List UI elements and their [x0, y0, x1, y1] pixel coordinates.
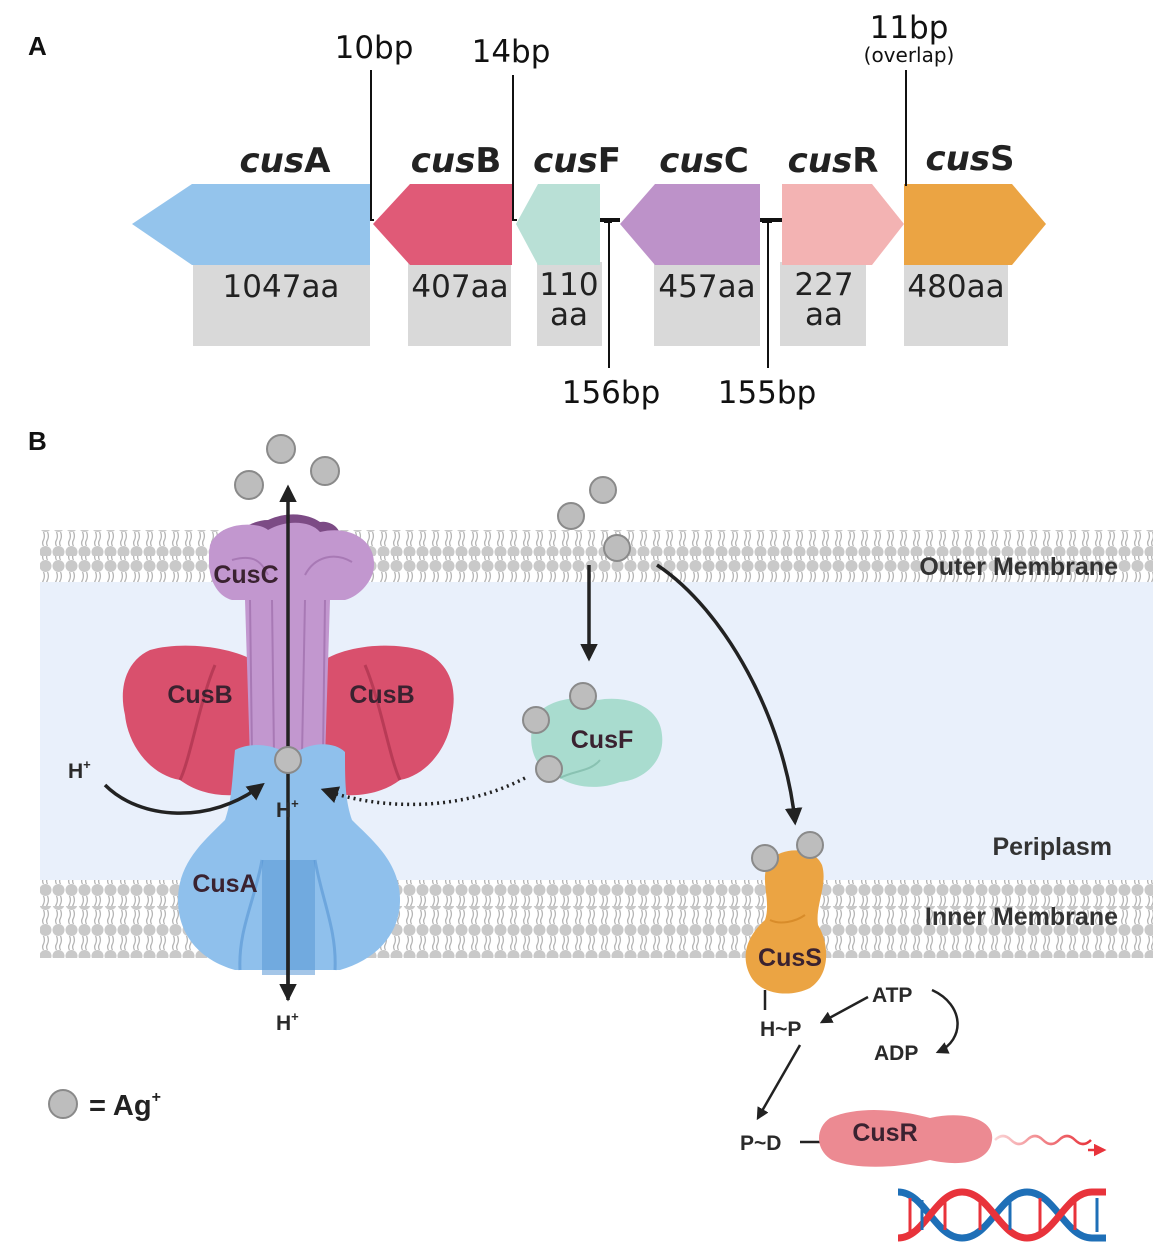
proton-influx-arrow [103, 782, 265, 815]
dna-icon [897, 1188, 1106, 1242]
ag-ion [535, 755, 563, 783]
adp-label: ADP [874, 1042, 918, 1065]
proton-center-label: H+ [276, 796, 299, 822]
transcription-activation-wave [994, 1134, 1092, 1146]
panel-a: A cusA cusB cusF cusC cusR cusS 1047aa 4… [28, 10, 1046, 411]
cusc-label: CusC [213, 561, 278, 589]
pd-label: P~D [740, 1132, 781, 1155]
aa-label-cusb: 407aa [411, 269, 508, 305]
spacer-leader-155bp [762, 221, 772, 368]
cusa-label: CusA [192, 870, 257, 898]
atp-to-hp-arrow [819, 995, 869, 1024]
gene-label-cusc: cusC [659, 141, 749, 181]
legend-label: = Ag+ [89, 1089, 161, 1122]
spacer-note-overlap: (overlap) [864, 43, 955, 67]
gene-arrow-cusf [516, 184, 600, 265]
aa-label-cusc: 457aa [658, 269, 755, 305]
cusb-right-label: CusB [349, 681, 414, 709]
periplasm-label: Periplasm [992, 833, 1112, 861]
aa-label-cusa: 1047aa [223, 269, 340, 305]
gene-label-cusa: cusA [240, 141, 332, 181]
hp-to-pd-arrow [756, 1044, 802, 1121]
ag-ion [751, 844, 779, 872]
gene-arrow-cusr [782, 184, 904, 265]
cuss-protein [745, 850, 827, 994]
aa-label-cusf-line2: aa [550, 297, 588, 333]
ag-ion [522, 706, 550, 734]
aa-box-cusa [193, 262, 370, 346]
cusb-right [311, 645, 454, 796]
spacer-label-11bp: 11bp [870, 10, 949, 46]
spacer-label-155bp: 155bp [718, 375, 817, 411]
gene-arrow-cusa [132, 184, 370, 265]
cusr-protein [818, 1110, 993, 1167]
gene-label-cusb: cusB [411, 141, 502, 181]
cusc-channel [208, 514, 375, 760]
spacer-leader-156bp [604, 221, 612, 368]
aa-label-cuss: 480aa [907, 269, 1004, 305]
ag-ion [796, 831, 824, 859]
ag-ion [310, 456, 340, 486]
atp-label: ATP [872, 984, 912, 1007]
aa-label-cusf-line1: 110 [539, 267, 598, 303]
ag-ion [274, 746, 302, 774]
outer-membrane-label: Outer Membrane [919, 553, 1118, 581]
proton-bottom-label: H+ [276, 1009, 299, 1035]
cusb-left [122, 645, 269, 796]
aa-label-cusr-line2: aa [805, 297, 843, 333]
spacer-leader-10bp [370, 70, 374, 221]
gene-arrow-cusb [373, 184, 512, 265]
gene-label-cuss: cusS [925, 139, 1014, 179]
cusr-label: CusR [852, 1119, 917, 1147]
cuss-label: CusS [758, 944, 822, 972]
legend-ag-icon [48, 1089, 78, 1119]
panel-a-label: A [28, 31, 47, 61]
ag-ion [589, 476, 617, 504]
gene-arrow-cusc [620, 184, 760, 265]
atp-to-adp-arrow [931, 988, 959, 1054]
aa-box-cusc [654, 262, 760, 346]
cusf-protein [531, 698, 663, 787]
panel-b-label: B [28, 426, 47, 456]
cusf-label: CusF [571, 726, 634, 754]
panel-b: B Outer Membrane Periplasm Inner Membran… [28, 426, 1153, 1242]
ag-to-cuss-arrow [656, 563, 803, 826]
gene-arrow-cuss [904, 184, 1046, 265]
spacer-label-10bp: 10bp [335, 30, 414, 66]
aa-box-cusb [408, 262, 511, 346]
gene-label-cusf: cusF [533, 141, 621, 181]
proton-left-label: H+ [68, 757, 91, 783]
hp-label: H~P [760, 1018, 801, 1041]
aa-box-cusr [780, 262, 866, 346]
ag-ion [603, 534, 631, 562]
spacer-label-14bp: 14bp [472, 34, 551, 70]
ag-ion [266, 434, 296, 464]
cusb-left-label: CusB [167, 681, 232, 709]
aa-box-cusf [537, 262, 602, 346]
spacer-leader-14bp [512, 75, 517, 221]
spacer-label-156bp: 156bp [562, 375, 661, 411]
ag-ion [557, 502, 585, 530]
gene-label-cusr: cusR [788, 141, 879, 181]
aa-box-cuss [904, 262, 1008, 346]
inner-membrane-label: Inner Membrane [925, 903, 1118, 931]
ag-ion [569, 682, 597, 710]
ag-ion [234, 470, 264, 500]
aa-label-cusr-line1: 227 [794, 267, 853, 303]
